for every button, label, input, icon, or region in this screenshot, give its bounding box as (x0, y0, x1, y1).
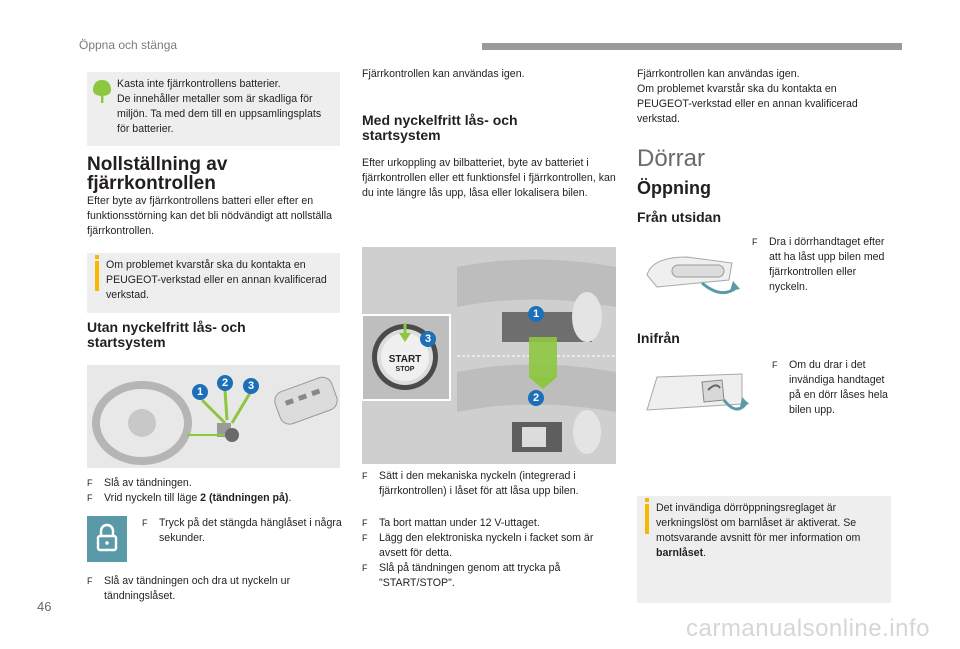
stop-label: STOP (395, 366, 415, 373)
child-lock-info-text: Det invändiga dörröppningsreglaget är ve… (656, 502, 861, 559)
with-keyless-text: Efter urkoppling av bilbatteriet, byte a… (362, 157, 616, 199)
callout-3: 3 (243, 378, 259, 394)
start-label: START (388, 354, 422, 365)
with-keyless-heading: Med nyckelfritt lås- och startsystem (362, 112, 518, 143)
outside-heading: Från utsidan (637, 209, 722, 225)
page-number: 46 (37, 599, 52, 614)
inside-heading: Inifrån (637, 330, 680, 346)
eco-note-text: Kasta inte fjärrkontrollens batterier. D… (117, 78, 322, 135)
child-lock-link: barnlåset (656, 547, 704, 559)
reset-info-text: Om problemet kvarstår ska du kontakta en… (106, 259, 327, 301)
callout-2: 2 (217, 375, 233, 391)
doors-title: Dörrar (637, 145, 706, 172)
header-divider (482, 43, 902, 50)
col3-top-text: Fjärrkontrollen kan användas igen. Om pr… (637, 68, 858, 125)
info-icon (95, 255, 99, 291)
ignition-key-figure: 1 2 3 (87, 365, 340, 468)
inside-handle-figure (642, 362, 752, 420)
reset-text: Efter byte av fjärrkontrollens batteri e… (87, 195, 332, 237)
col2-top-text: Fjärrkontrollen kan användas igen. (362, 68, 525, 80)
callout-1: 1 (528, 306, 544, 322)
callout-2: 2 (528, 390, 544, 406)
info-icon (645, 498, 649, 534)
eco-note-box: Kasta inte fjärrkontrollens batterier. D… (87, 72, 340, 146)
callout-1: 1 (192, 384, 208, 400)
opening-heading: Öppning (637, 178, 711, 198)
child-lock-info-box: Det invändiga dörröppningsreglaget är ve… (637, 496, 891, 603)
reset-info-box: Om problemet kvarstår ska du kontakta en… (87, 253, 340, 313)
leaf-icon (91, 78, 113, 104)
padlock-icon (87, 516, 127, 562)
start-stop-figure: START STOP 1 2 3 (362, 247, 616, 464)
reset-heading: Nollställning av fjärrkontrollen (87, 154, 228, 194)
callout-3: 3 (420, 331, 436, 347)
section-header-title: Öppna och stänga (79, 38, 178, 52)
watermark: carmanualsonline.info (686, 615, 930, 642)
outside-handle-figure (637, 245, 747, 305)
without-keyless-heading: Utan nyckelfritt lås- och startsystem (87, 319, 246, 350)
